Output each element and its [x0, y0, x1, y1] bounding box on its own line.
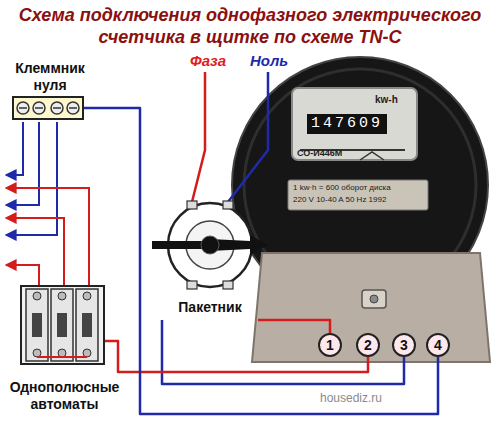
model-label: СО-И446М [297, 148, 342, 159]
terminal-plate [252, 253, 490, 362]
circuit-breakers: Однополюсные автоматы [20, 285, 105, 365]
neutral-wire [228, 72, 268, 202]
meter-terminal: 3 [392, 333, 416, 357]
breaker-toggle [82, 313, 92, 337]
watermark: housediz.ru [320, 391, 382, 405]
seal [362, 290, 386, 308]
wire-connector [162, 320, 404, 384]
switch-contact [187, 281, 197, 289]
phase-label: Фаза [190, 52, 226, 70]
diagram-title: Схема подключения однофазного электричес… [15, 4, 485, 48]
neutral-out [7, 122, 23, 175]
screw-slot [69, 107, 77, 109]
breaker [51, 289, 73, 361]
terminal-number: 4 [428, 335, 448, 355]
breaker-toggle [32, 313, 42, 337]
terminal-screws [14, 98, 82, 118]
neutral-terminal-block: Клеммник нуля [12, 96, 84, 120]
block-label: Клеммник нуля [8, 60, 92, 94]
terminal-number: 3 [394, 335, 414, 355]
screw [33, 102, 45, 114]
seal-screw [370, 295, 378, 303]
handle-knob [201, 236, 219, 254]
phase-out [7, 188, 89, 285]
screw-slot [35, 107, 43, 109]
phase-bus [37, 356, 87, 358]
terminal-number: 2 [358, 335, 378, 355]
neutral-label: Ноль [250, 52, 288, 70]
phase-out [7, 218, 64, 285]
breaker-screw [58, 292, 66, 300]
electric-meter: kw-h 147609СО-И446М 1 kw·h = 600 оборот ди… [215, 58, 495, 363]
counter-digits: 147609 [307, 114, 387, 134]
outgoing-wires [7, 122, 89, 285]
switch-contact [223, 281, 233, 289]
breaker [26, 289, 48, 361]
screw-slot [53, 107, 61, 109]
breaker-screw [83, 349, 91, 357]
terminal-number: 1 [320, 335, 340, 355]
phase-out [7, 265, 39, 285]
breaker-toggle [57, 313, 67, 337]
meter-terminal: 2 [356, 333, 380, 357]
breaker-label: Однополюсные автоматы [4, 379, 125, 413]
unit-label: kw-h [375, 94, 398, 106]
meter-body [232, 57, 490, 362]
breaker [76, 289, 98, 361]
breaker-screw [33, 349, 41, 357]
meter-terminal: 4 [426, 333, 450, 357]
breaker-screw [33, 292, 41, 300]
switch-contact [187, 201, 197, 209]
breaker-screw [58, 349, 66, 357]
rating-strip [288, 180, 428, 210]
switch-label: Пакетник [150, 299, 270, 316]
phase-wire [192, 72, 205, 202]
rating-text: 1 kw·h = 600 оборот диска [293, 183, 391, 193]
packet-switch: Пакетник [150, 195, 270, 320]
wire-connector [258, 320, 330, 333]
screw [67, 102, 79, 114]
breaker-symbols [22, 287, 103, 363]
rating-text: 220 V 10-40 A 50 Hz 1992 [293, 195, 386, 205]
switch-contact [223, 201, 233, 209]
meter-window [292, 88, 417, 160]
screw-slot [19, 107, 27, 109]
breaker-screw [83, 292, 91, 300]
screw [17, 102, 29, 114]
switch-symbol [150, 195, 270, 295]
supply-wires [192, 72, 268, 202]
screw [51, 102, 63, 114]
disc-arrow [360, 152, 384, 160]
wire-connector [84, 108, 438, 414]
neutral-out [7, 122, 39, 205]
meter-terminal: 1 [318, 333, 342, 357]
